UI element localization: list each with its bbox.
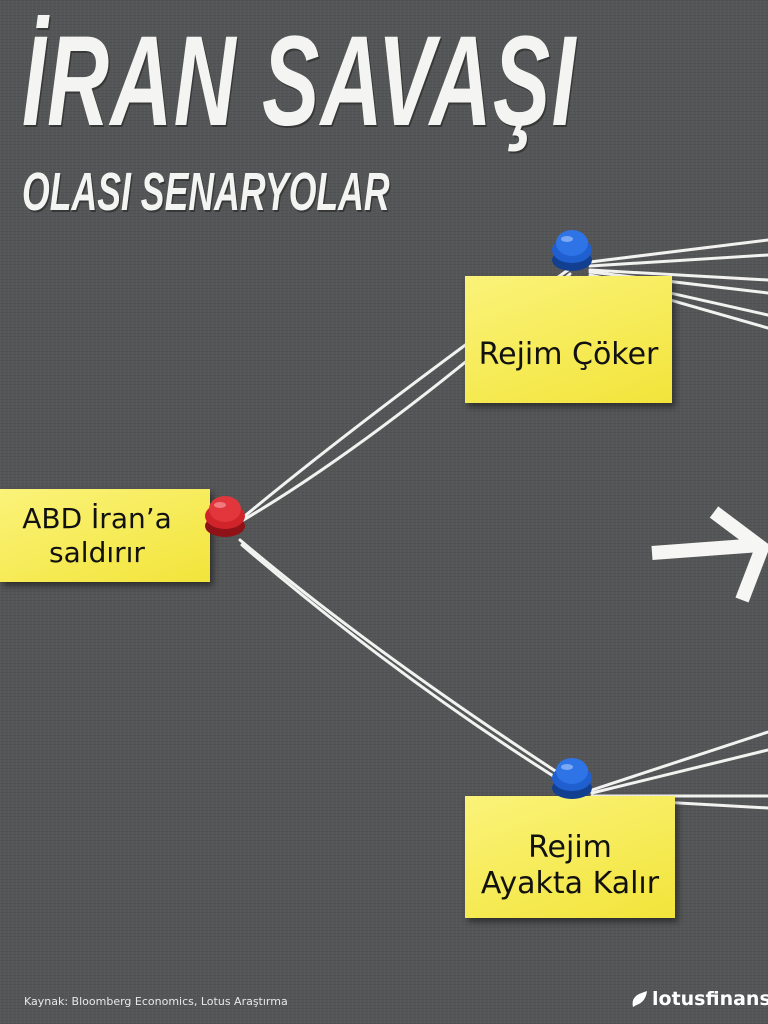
arrow-icon: [651, 506, 768, 603]
string-upper-out-2: [588, 253, 768, 268]
page-title: İRAN SAVAŞI: [22, 10, 577, 153]
note-label: Rejim Çöker: [478, 336, 659, 372]
note-label: Rejim Ayakta Kalır: [480, 830, 660, 901]
string-upper-out-3: [588, 268, 768, 282]
blue-pin-icon: [552, 758, 592, 799]
string-upper-out-4: [588, 270, 768, 295]
note-rejim-coker: Rejim Çöker: [465, 276, 672, 403]
note-abd-saldirir: ABD İran’a saldırır: [0, 489, 210, 582]
string-root-lower-b: [240, 543, 568, 786]
string-root-lower-a: [238, 538, 568, 780]
brand-name: lotusfinans: [652, 988, 768, 1010]
string-upper-out-1: [588, 238, 768, 264]
blue-pin-icon: [552, 230, 592, 271]
string-lower-out-1: [590, 730, 768, 792]
note-label: ABD İran’a saldırır: [22, 501, 172, 569]
brand-logo: lotusfinans: [630, 988, 768, 1010]
page-subtitle: OLASI SENARYOLAR: [22, 162, 390, 222]
lotus-leaf-icon: [632, 991, 647, 1007]
red-pin-icon: [205, 496, 245, 537]
source-text: Kaynak: Bloomberg Economics, Lotus Araşt…: [24, 995, 288, 1008]
string-lower-out-2: [590, 748, 768, 795]
note-rejim-ayakta-kalir: Rejim Ayakta Kalır: [465, 796, 675, 918]
